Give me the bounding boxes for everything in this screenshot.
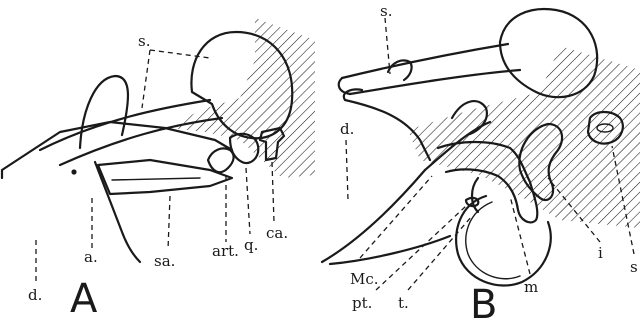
panel-a-lead-sa — [168, 196, 170, 250]
panel-b-label-mc: Mc. — [350, 270, 379, 288]
panel-b-lead-d — [346, 140, 348, 200]
panel-a-label-d: d. — [28, 286, 42, 304]
panel-b-lead-s — [385, 18, 390, 74]
panel-a: s. d. a. sa. art. q. ca. A — [2, 18, 315, 322]
panel-b-letter: B — [470, 282, 497, 324]
panel-a-lead-s2 — [142, 50, 150, 108]
panel-a-articular — [208, 148, 234, 172]
panel-b-hatched-region — [408, 46, 640, 228]
panel-a-foramen — [71, 169, 76, 174]
panel-b-lead-t — [408, 216, 472, 290]
panel-a-label-s: s. — [138, 32, 150, 50]
panel-b-label-s: s. — [380, 2, 392, 20]
panel-a-lead-q — [246, 168, 250, 234]
panel-b-label-pt: pt. — [352, 294, 372, 312]
panel-b-label-m: m — [524, 278, 538, 296]
panel-a-stapes — [40, 100, 222, 165]
panel-a-label-sa: sa. — [154, 252, 175, 270]
panel-a-letter: A — [70, 276, 98, 322]
panel-b-label-d: d. — [340, 120, 354, 138]
panel-a-coronoid — [80, 76, 128, 148]
panel-a-angular — [98, 160, 232, 194]
panel-b-tympanic-ring-inner — [466, 202, 520, 279]
panel-b-label-t: t. — [398, 294, 409, 312]
panel-a-hatched-region — [170, 18, 315, 178]
panel-b-stapes — [342, 44, 520, 94]
panel-a-label-art: art. — [212, 242, 239, 260]
panel-b-label-s-right: s — [630, 258, 638, 276]
panel-a-label-ca: ca. — [266, 224, 288, 242]
panel-b: s. d. Mc. pt. t. m i s B — [322, 2, 640, 324]
panel-a-lead-ca — [272, 162, 274, 222]
panel-a-label-q: q. — [244, 236, 258, 254]
panel-a-surangular-line — [112, 178, 200, 180]
panel-a-label-a: a. — [84, 248, 98, 266]
panel-b-lead-m — [510, 196, 530, 274]
panel-b-label-i: i — [598, 244, 603, 262]
panel-b-lead-pt — [376, 206, 466, 290]
